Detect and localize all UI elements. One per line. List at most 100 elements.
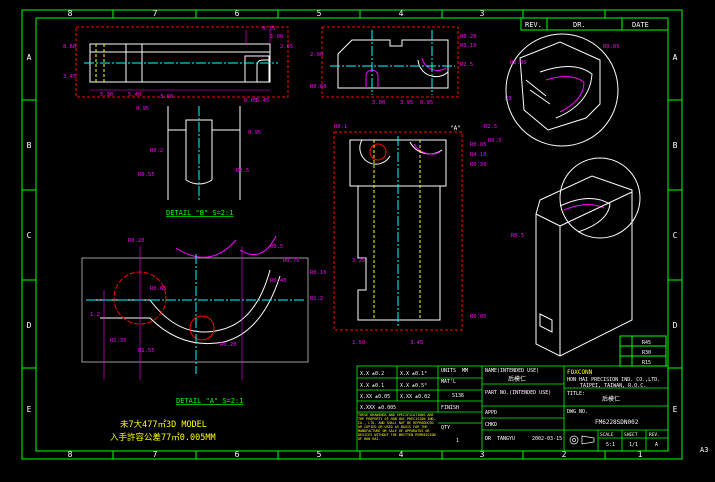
rev-value: A xyxy=(655,442,658,448)
dim-label: 6.05 xyxy=(244,98,257,104)
dim-label: R0.05 xyxy=(470,314,487,320)
dim-label: 5.40 xyxy=(128,92,141,98)
appd-label: APPD xyxy=(485,410,497,416)
dim-label: R1.2 xyxy=(310,296,323,302)
col-label: 4 xyxy=(399,9,404,18)
col-label: 8 xyxy=(68,9,73,18)
dr-name: TANGYU xyxy=(497,436,515,442)
side-view-dims: R0.05 R4.10 R0.30 R0.1 3.25 R0.05 1.50 3… xyxy=(334,124,487,346)
detail-a-view xyxy=(81,235,309,380)
title-block-text-mid: NAME(INTENDED USE) 后模仁 PART NO.(INTENDED… xyxy=(485,368,562,442)
dim-label: 0.35 xyxy=(262,26,275,32)
col-label: 7 xyxy=(153,9,158,18)
qty-value: 1 xyxy=(456,438,459,444)
dr-header: DR. xyxy=(573,21,586,29)
projection-symbol-icon xyxy=(569,435,595,445)
tolerance-cell: X.XX ±0.05 xyxy=(360,394,390,400)
dim-label: R2.5 xyxy=(460,62,473,68)
col-label: 7 xyxy=(153,450,158,459)
detail-b-dims: 0.95 0.95 R0.2 R0.5 R0.55 xyxy=(136,106,261,178)
row-label: A xyxy=(673,53,678,62)
dim-label: R0.65 xyxy=(150,286,167,292)
col-label: 4 xyxy=(399,450,404,459)
col-label: 6 xyxy=(235,9,240,18)
dim-label: R0.20 xyxy=(220,342,237,348)
note-line-1: 未7大477㎡3D MODEL xyxy=(120,419,207,430)
front-view xyxy=(321,26,459,98)
iso-detail-top xyxy=(505,33,619,147)
revision-block: REV. DR. DATE xyxy=(520,17,669,31)
table-cell: R30 xyxy=(642,350,651,356)
iso-bottom-view xyxy=(535,157,641,357)
detail-a-dims: R0.20 R0.5 R0.75 R0.40 R0.10 R1.2 R0.65 … xyxy=(90,238,327,354)
side-view: "A" xyxy=(333,125,463,331)
dim-label: 3.45 xyxy=(410,340,423,346)
title-block-text-right: FOXCONN HON HAI PRECISION IND. CO.,LTD. … xyxy=(567,369,660,448)
sheet-value: 1/1 xyxy=(629,442,638,448)
rev-label: REV. xyxy=(649,432,660,438)
name-value: 后模仁 xyxy=(508,375,526,383)
top-view-dims: 8.60 3.45 5.90 5.40 3.00 1.00 0.35 6.05 … xyxy=(63,26,293,104)
detail-a-label: DETAIL "A" S=2:1 xyxy=(176,397,243,405)
detail-b-label: DETAIL "B" S=2:1 xyxy=(166,209,233,217)
iso-top-dims: R0.05 R2.95 R3 R2.5 R0.3 xyxy=(484,44,620,144)
row-label: D xyxy=(673,321,678,330)
dim-label: R4.10 xyxy=(470,152,487,158)
dim-label: R0.10 xyxy=(310,270,327,276)
dim-label: R2.95 xyxy=(510,60,527,66)
dim-label: R0.60 xyxy=(310,84,327,90)
qty-label: QTY xyxy=(441,425,450,431)
tolerance-cell: X.X ±0.1° xyxy=(400,371,427,377)
dim-label: R0.20 xyxy=(460,34,477,40)
dim-label: R0.55 xyxy=(138,172,155,178)
sheet-size-label: A3 xyxy=(700,446,708,454)
drawing-frame xyxy=(21,9,683,460)
callout-a: "A" xyxy=(450,125,461,132)
company-address: TAIPEI, TAIWAN, R.O.C. xyxy=(580,383,646,389)
dim-label: 1.50 xyxy=(352,340,365,346)
col-label: 1 xyxy=(638,450,643,459)
company-logo: FOXCONN xyxy=(567,369,593,376)
dim-label: 1.2 xyxy=(90,312,100,318)
date-header: DATE xyxy=(632,21,649,29)
dim-label: 1.00 xyxy=(270,34,283,40)
tolerance-cell: X.X ±0.1 xyxy=(360,383,384,389)
disclaimer-text: THESE DRAWINGS AND SPECIFICATIONS ARE TH… xyxy=(358,413,436,441)
dim-label: R0.1 xyxy=(334,124,347,130)
dwg-value: FM6228SDN002 xyxy=(595,419,639,426)
dim-label: 3.00 xyxy=(160,94,173,100)
top-view xyxy=(75,26,289,98)
col-label: 8 xyxy=(68,450,73,459)
title-block-text: X.X ±0.2 X.X ±0.1° X.X ±0.1 X.X ±0.5° X.… xyxy=(360,368,468,444)
mini-table: R45 R30 R15 xyxy=(619,335,667,367)
part-label: PART NO.(INTENDED USE) xyxy=(485,390,551,396)
dim-label: R0.5 xyxy=(511,233,524,239)
dr-date: 2002-03-15 xyxy=(532,436,562,442)
dim-label: R0.5 xyxy=(236,168,249,174)
matl-value: S136 xyxy=(452,393,464,399)
dim-label: 3.00 xyxy=(372,100,385,106)
row-label: B xyxy=(27,141,32,150)
detail-b-view xyxy=(167,106,241,200)
dim-label: R1.35 xyxy=(110,338,127,344)
col-label: 3 xyxy=(480,450,485,459)
dim-label: 5.90 xyxy=(100,92,113,98)
tolerance-cell: X.X ±0.2 xyxy=(360,371,384,377)
note-line-2: 入手許容公差77㎡0.005MM xyxy=(110,432,216,443)
title-label: TITLE: xyxy=(567,391,585,397)
company-name: HON HAI PRECISION IND. CO.,LTD. xyxy=(567,377,660,383)
row-label: B xyxy=(673,141,678,150)
col-label: 2 xyxy=(562,450,567,459)
row-label: E xyxy=(673,405,678,414)
rev-header: REV. xyxy=(525,21,542,29)
finish-label: FINISH xyxy=(441,405,459,411)
name-label: NAME(INTENDED USE) xyxy=(485,368,539,374)
dim-label: 2.90 xyxy=(310,52,323,58)
dim-label: 0.95 xyxy=(136,106,149,112)
row-label: D xyxy=(27,321,32,330)
dim-label: 5.45 xyxy=(256,98,269,104)
dim-label: 3.95 xyxy=(400,100,413,106)
dim-label: R0.75 xyxy=(283,258,300,264)
column-labels-bottom: 8 7 6 5 4 3 2 1 xyxy=(68,450,643,459)
